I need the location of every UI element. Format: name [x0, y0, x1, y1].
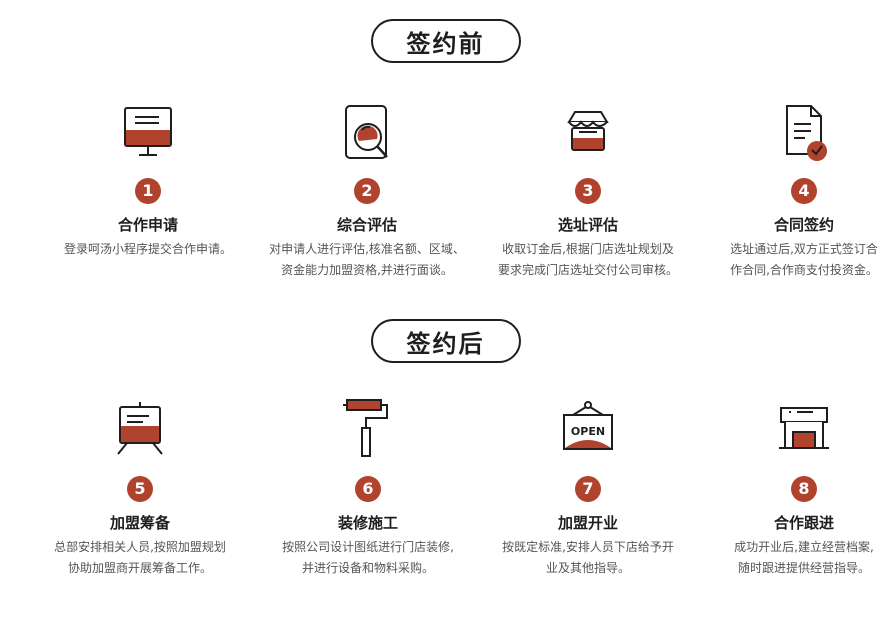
section-title-after: 签约后	[370, 319, 521, 363]
step-8: 8 合作跟进 成功开业后,建立经营档案, 随时跟进提供经营指导。	[704, 398, 891, 579]
step-title: 选址评估	[557, 216, 618, 234]
after-steps: 5 加盟筹备 总部安排相关人员,按照加盟规划 协助加盟商开展筹备工作。 6 装修…	[0, 398, 891, 598]
step-number: 1	[135, 178, 161, 204]
step-number: 7	[575, 476, 601, 502]
step-number: 2	[354, 178, 380, 204]
step-description: 按照公司设计图纸进行门店装修, 并进行设备和物料采购。	[282, 540, 454, 575]
step-7: OPEN 7 加盟开业 按既定标准,安排人员下店给予开 业及其他指导。	[488, 398, 688, 579]
step-description: 登录呵汤小程序提交合作申请。	[63, 242, 232, 256]
store-building-icon	[779, 407, 829, 449]
step-4: 4 合同签约 选址通过后,双方正式签订合 作合同,合作商支付投资金。	[704, 100, 891, 281]
step-description: 总部安排相关人员,按照加盟规划 协助加盟商开展筹备工作。	[54, 540, 226, 575]
step-number: 3	[575, 178, 601, 204]
paint-roller-icon	[343, 399, 388, 457]
step-description: 对申请人进行评估,核准名额、区域、 资金能力加盟资格,并进行面谈。	[269, 242, 465, 277]
step-2: 2 综合评估 对申请人进行评估,核准名额、区域、 资金能力加盟资格,并进行面谈。	[267, 100, 467, 281]
step-title: 合作申请	[117, 216, 178, 234]
open-sign-icon: OPEN	[563, 401, 613, 450]
open-sign-text: OPEN	[571, 425, 605, 438]
step-description: 成功开业后,建立经营档案, 随时跟进提供经营指导。	[734, 540, 874, 575]
magnifier-icon	[345, 105, 388, 159]
step-title: 加盟筹备	[109, 514, 170, 532]
step-5: 5 加盟筹备 总部安排相关人员,按照加盟规划 协助加盟商开展筹备工作。	[40, 398, 240, 579]
step-description: 选址通过后,双方正式签订合 作合同,合作商支付投资金。	[730, 242, 878, 277]
step-3: 3 选址评估 收取订金后,根据门店选址规划及 要求完成门店选址交付公司审核。	[488, 100, 688, 281]
step-title: 综合评估	[336, 216, 397, 234]
step-1: 1 合作申请 登录呵汤小程序提交合作申请。	[48, 100, 248, 260]
step-number: 4	[791, 178, 817, 204]
before-steps: 1 合作申请 登录呵汤小程序提交合作申请。 2 综合评估 对申请人进行评估,核准…	[0, 100, 891, 300]
step-title: 合同签约	[773, 216, 834, 234]
step-description: 按既定标准,安排人员下店给予开 业及其他指导。	[502, 540, 674, 575]
step-number: 6	[355, 476, 381, 502]
storefront-icon	[567, 111, 609, 151]
presentation-board-icon	[117, 402, 163, 455]
section-title-before: 签约前	[370, 19, 521, 63]
monitor-icon	[124, 107, 172, 156]
step-description: 收取订金后,根据门店选址规划及 要求完成门店选址交付公司审核。	[497, 242, 678, 277]
step-6: 6 装修施工 按照公司设计图纸进行门店装修, 并进行设备和物料采购。	[268, 398, 468, 579]
step-title: 装修施工	[337, 514, 398, 532]
contract-check-icon	[786, 105, 827, 161]
step-title: 合作跟进	[773, 514, 834, 532]
step-title: 加盟开业	[557, 514, 618, 532]
step-number: 5	[127, 476, 153, 502]
step-number: 8	[791, 476, 817, 502]
